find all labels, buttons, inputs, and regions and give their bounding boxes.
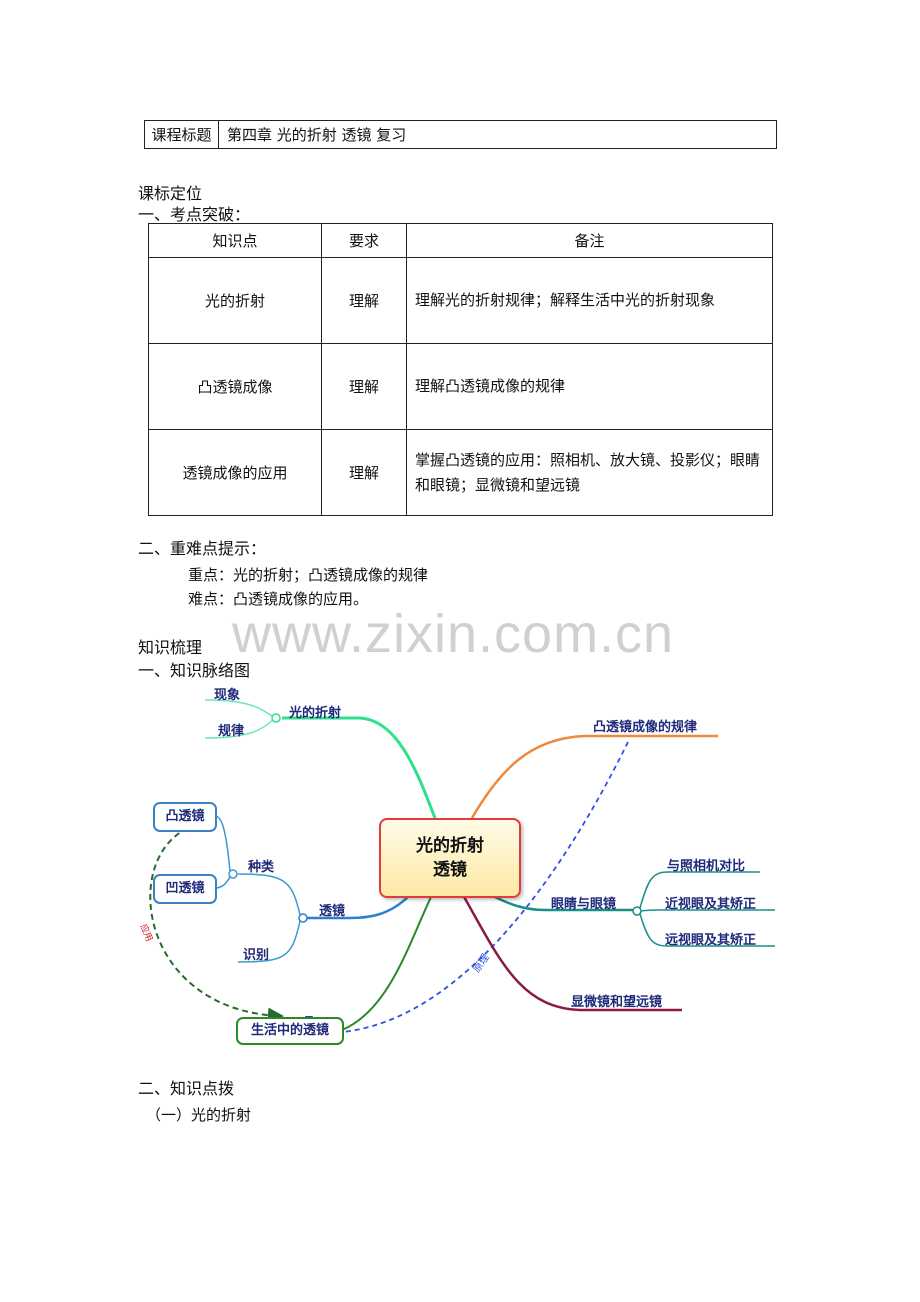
cell-requirement: 理解 xyxy=(321,257,407,344)
branch-phenomenon xyxy=(204,699,276,719)
cell-requirement: 理解 xyxy=(321,429,407,516)
cell-requirement: 理解 xyxy=(321,343,407,430)
subsection-refraction: （一）光的折射 xyxy=(146,1106,252,1124)
knowledge-table: 知识点 要求 备注 光的折射 理解 理解光的折射规律；解释生活中光的折射现象 凸… xyxy=(148,223,773,516)
branch-microscope xyxy=(461,894,682,1012)
table-row: 凸透镜成像 理解 理解凸透镜成像的规律 xyxy=(148,343,773,430)
node-convex-imaging: 凸透镜成像的规律 xyxy=(593,720,698,735)
section-review: 知识梳理 xyxy=(138,638,203,657)
center-line-1: 光的折射 xyxy=(416,836,484,856)
node-convex-lens: 凸透镜 xyxy=(153,802,217,832)
section-exam-points: 一、考点突破： xyxy=(138,205,251,224)
focus-point: 重点：光的折射；凸透镜成像的规律 xyxy=(188,566,429,584)
center-line-2: 透镜 xyxy=(433,860,467,880)
section-key-hint: 二、重难点提示： xyxy=(138,539,267,558)
cell-note: 理解光的折射规律；解释生活中光的折射现象 xyxy=(406,257,773,344)
node-hyperopia: 远视眼及其矫正 xyxy=(665,933,757,948)
cell-note: 掌握凸透镜的应用：照相机、放大镜、投影仪；眼睛和眼镜；显微镜和望远镜 xyxy=(406,429,773,516)
node-microscope: 显微镜和望远镜 xyxy=(571,995,663,1010)
table-header-row: 知识点 要求 备注 xyxy=(148,223,773,258)
section-standard: 课标定位 xyxy=(138,184,203,203)
branch-law xyxy=(204,717,276,739)
course-title-label: 课程标题 xyxy=(144,120,219,149)
watermark: www.zixin.com.cn xyxy=(232,604,675,664)
node-refraction: 光的折射 xyxy=(289,706,342,721)
mind-map-center-node: 光的折射 透镜 xyxy=(379,818,521,898)
node-concave-lens: 凹透镜 xyxy=(153,874,217,904)
cell-point: 凸透镜成像 xyxy=(148,343,322,430)
course-title-value: 第四章 光的折射 透镜 复习 xyxy=(218,120,777,149)
branch-refraction xyxy=(282,716,437,819)
branch-convex-imaging xyxy=(470,734,718,819)
table-row: 透镜成像的应用 理解 掌握凸透镜的应用：照相机、放大镜、投影仪；眼睛和眼镜；显微… xyxy=(148,429,773,516)
node-eyes: 眼睛与眼镜 xyxy=(551,897,617,912)
difficulty-point: 难点：凸透镜成像的应用。 xyxy=(188,590,369,608)
node-life-lens: 生活中的透镜 xyxy=(236,1017,344,1045)
principle-line xyxy=(341,741,629,1033)
table-row: 光的折射 理解 理解光的折射规律；解释生活中光的折射现象 xyxy=(148,257,773,344)
section-mind-map: 一、知识脉络图 xyxy=(138,661,251,680)
node-myopia: 近视眼及其矫正 xyxy=(665,897,757,912)
node-law: 规律 xyxy=(218,724,245,739)
node-phenomenon: 现象 xyxy=(214,688,241,703)
branch-types xyxy=(237,873,301,916)
node-types: 种类 xyxy=(248,860,275,875)
node-lens: 透镜 xyxy=(319,904,346,919)
cell-point: 光的折射 xyxy=(148,257,322,344)
header-note: 备注 xyxy=(406,223,773,258)
branch-identify xyxy=(237,920,301,963)
branch-lens xyxy=(305,894,411,920)
section-explain: 二、知识点拨 xyxy=(138,1079,235,1098)
node-identify: 识别 xyxy=(243,948,270,963)
course-title-table: 课程标题 第四章 光的折射 透镜 复习 xyxy=(144,120,777,149)
node-camera: 与照相机对比 xyxy=(667,859,746,874)
cell-point: 透镜成像的应用 xyxy=(148,429,322,516)
branch-life-lens xyxy=(341,894,433,1031)
